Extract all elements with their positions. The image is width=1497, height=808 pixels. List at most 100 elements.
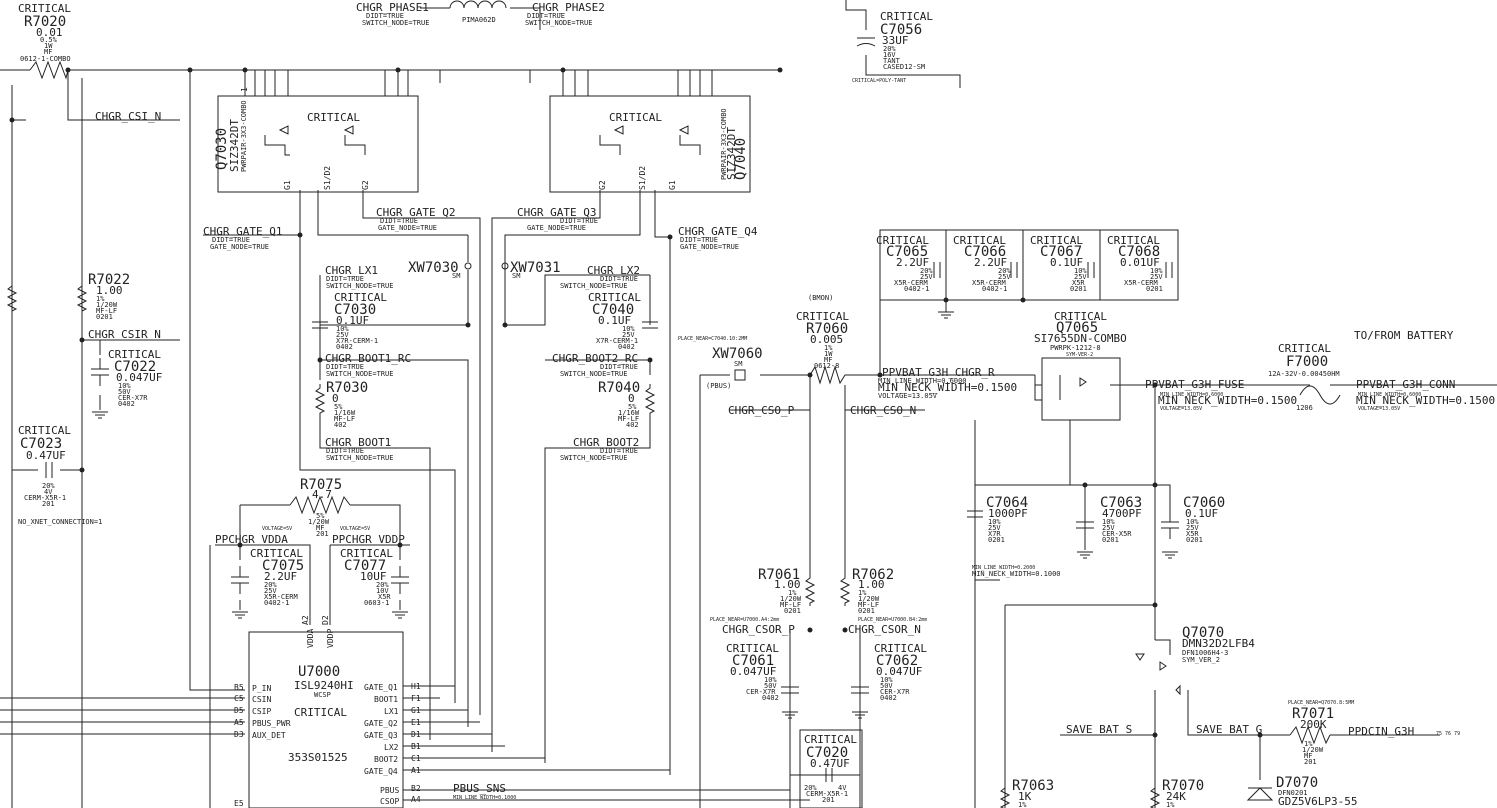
r7030-spec2: 1/16W	[334, 409, 356, 417]
gate-q2-node: GATE_NODE=TRUE	[378, 224, 437, 232]
c7067-pkg: 0201	[1070, 285, 1087, 293]
gate-q1-node: GATE_NODE=TRUE	[210, 243, 269, 251]
diode-d7070[interactable]: D7070 DFN0201 GDZ5V6LP3-55	[1246, 775, 1357, 808]
capacitor-c7066[interactable]: CRITICAL C7066 2.2UF 20% 25V X5R-CERM 04…	[953, 234, 1018, 293]
net-chgr-csir-n: CHGR_CSIR_N	[88, 328, 161, 341]
ic-u7000[interactable]: U7000 ISL9240HI WCSP CRITICAL 353S01525 …	[248, 615, 404, 808]
capacitor-c7056[interactable]: CRITICAL C7056 33UF 20% 16V TANT CASED12…	[852, 10, 933, 84]
min-line-small: MIN_LINE_WIDTH=0.2000	[972, 565, 1035, 571]
c7075-spec2: 25V	[264, 587, 277, 595]
q7070-pkg: DFN1006H4-3	[1182, 649, 1228, 657]
capacitor-c7030[interactable]: CRITICAL C7030 0.1UF 10% 25V X7R-CERM-1 …	[312, 291, 387, 351]
mosfet-q7030[interactable]: CRITICAL Q7030 SIZ342DT PWRPAIR-3X3-COMB…	[214, 95, 419, 193]
capacitor-c7063[interactable]: C7063 4700PF 10% 25V CER-X5R 0201	[1075, 495, 1142, 559]
u7000-rpin-num: B2	[411, 784, 421, 793]
c7022-spec3: CER-X7R	[118, 394, 148, 402]
capacitor-c7020[interactable]: CRITICAL C7020 0.47UF 20% 4V CERM-X5R-1 …	[799, 729, 863, 808]
u7000-pn: 353S01525	[288, 751, 348, 764]
net-save-bat-g: SAVE_BAT_G	[1196, 723, 1262, 736]
vdda-voltage: VOLTAGE=5V	[262, 526, 292, 532]
c7023-critical: CRITICAL	[18, 424, 71, 437]
resistor-r7030[interactable]: R7030 0 5% 1/16W MF-LF 402	[315, 380, 368, 429]
capacitor-c7067[interactable]: CRITICAL C7067 0.1UF 10% 25V X5R 0201	[1030, 234, 1095, 293]
r7022-value: 1.00	[96, 284, 123, 297]
mosfet-q7065[interactable]: CRITICAL Q7065 SI7655DN-COMBO PWRPK-1212…	[1034, 310, 1127, 421]
r7030-spec1: 5%	[334, 403, 343, 411]
boot1rc-didt: DIDT=TRUE	[326, 363, 364, 371]
c7077-ref: C7077	[344, 558, 386, 574]
u7000-lpin-name: P_IN	[252, 684, 271, 693]
capacitor-c7060[interactable]: C7060 0.1UF 10% 25V X5R 0201	[1160, 495, 1225, 559]
mosfet-q7040[interactable]: CRITICAL Q7040 SIZ342DT PWRPAIR-3X3-COMB…	[549, 95, 751, 193]
net-chgr-boot1-rc: CHGR_BOOT1_RC	[325, 352, 411, 365]
capacitor-c7075[interactable]: CRITICAL C7075 2.2UF 20% 25V X5R-CERM 04…	[230, 547, 304, 619]
c7063-spec2: 25V	[1102, 524, 1115, 532]
net-chgr-gate-q1: CHGR_GATE_Q1	[203, 225, 282, 238]
q7040-s1d2: S1/D2	[638, 166, 647, 190]
c7040-spec3: X7R-CERM-1	[596, 337, 638, 345]
q7030-pkg: PWRPAIR-3X3-COMBO	[240, 100, 248, 172]
resistor-r7061[interactable]: R7061 1.00 1% 1/20W MF-LF 0201	[758, 567, 815, 615]
net-chgr-csor-n: CHGR_CSOR_N	[848, 623, 921, 636]
place-near-r7071: PLACE_NEAR=Q7070.8:5MM	[1288, 700, 1354, 706]
c7040-ref: C7040	[592, 302, 634, 318]
test-point-xw7030[interactable]: XW7030 SM	[408, 260, 472, 280]
capacitor-c7061[interactable]: CRITICAL C7061 0.047UF 10% 50V CER-X7R 0…	[726, 642, 800, 719]
resistor-r7075[interactable]: R7075 4.7 5% 1/20W MF 201	[289, 477, 351, 538]
u7000-lpin-num: C5	[234, 694, 244, 703]
u7000-pin-d2: D2	[321, 615, 330, 625]
resistor-r7071[interactable]: R7071 200K 1% 1/20W MF 201	[1289, 706, 1334, 766]
u7000-rpin-name: LX2	[384, 743, 399, 752]
c7077-spec3: X5R	[378, 593, 391, 601]
r7022-spec2: 1/20W	[96, 301, 118, 309]
resistor-r7020[interactable]: CRITICAL R7020 0.01 0.5% 1W MF 0612-1-CO…	[18, 2, 71, 80]
capacitor-c7064[interactable]: C7064 1000PF 10% 25V X7R 0201	[967, 495, 1028, 544]
c7067-spec2: 25V	[1074, 273, 1087, 281]
fuse-voltage: VOLTAGE=13.05V	[1160, 406, 1202, 412]
r7022-spec1: 1%	[96, 295, 105, 303]
r7075-spec1: 5%	[316, 512, 325, 520]
capacitor-c7023[interactable]: CRITICAL C7023 0.47UF 20% 4V CERM-X5R-1 …	[18, 424, 71, 508]
c7065-ref: C7065	[886, 244, 928, 260]
mosfet-q7070[interactable]: Q7070 DMN32D2LFB4 DFN1006H4-3 SYM_VER_2	[1135, 625, 1255, 696]
u7000-rpin-name: GATE_Q3	[364, 731, 398, 740]
capacitor-c7077[interactable]: CRITICAL C7077 10UF 20% 10V X5R 0603-1	[340, 547, 410, 619]
capacitor-c7065[interactable]: CRITICAL C7065 2.2UF 20% 25V X5R-CERM 04…	[876, 234, 941, 293]
q7030-s1d2: S1/D2	[323, 166, 332, 190]
c7023-spec2: 4V	[44, 488, 53, 496]
gate-q3-didt: DIDT=TRUE	[560, 217, 598, 225]
c7065-critical: CRITICAL	[876, 234, 929, 247]
c7061-value: 0.047UF	[730, 665, 776, 678]
inductor-l7030[interactable]: PIMA062D	[449, 0, 507, 24]
resistor-r7063[interactable]: R7063 1K 1%	[1000, 778, 1054, 808]
net-chgr-gate-q3: CHGR_GATE_Q3	[517, 206, 596, 219]
r7060-ref: R7060	[806, 321, 848, 337]
capacitor-c7040[interactable]: CRITICAL C7040 0.1UF 10% 25V X7R-CERM-1 …	[588, 291, 658, 351]
resistor-r7070[interactable]: R7070 24K 1%	[1150, 778, 1204, 808]
resistor-r7022[interactable]: R7022 1.00 1% 1/20W MF-LF 0201	[77, 272, 130, 321]
c7061-critical: CRITICAL	[726, 642, 779, 655]
resistor-r7060[interactable]: CRITICAL R7060 0.005 1% 1W MF 0612-8	[796, 310, 850, 385]
c7065-spec2: 25V	[920, 273, 933, 281]
resistor-r7040[interactable]: R7040 0 5% 1/16W MF-LF 402	[598, 380, 655, 429]
c7068-spec3: X5R-CERM	[1124, 279, 1158, 287]
q7030-g1: G1	[283, 180, 292, 190]
capacitor-c7062[interactable]: CRITICAL C7062 0.047UF 10% 50V CER-X7R 0…	[850, 642, 927, 719]
resistor-r7062[interactable]: R7062 1.00 1% 1/20W MF-LF 0201	[840, 567, 894, 615]
r7070-spec1: 1%	[1166, 801, 1175, 808]
gate-q1-didt: DIDT=TRUE	[212, 236, 250, 244]
c7068-value: 0.01UF	[1120, 256, 1160, 269]
test-point-xw7031[interactable]: XW7031 SM	[501, 260, 561, 280]
test-point-xw7060[interactable]: XW7060 SM	[712, 346, 763, 381]
capacitor-c7022[interactable]: CRITICAL C7022 0.047UF 10% 50V CER-X7R 0…	[90, 348, 162, 419]
q7065-ref: Q7065	[1056, 320, 1098, 336]
u7000-rpin-name: LX1	[384, 707, 399, 716]
gate-q2-didt: DIDT=TRUE	[380, 217, 418, 225]
c7063-value: 4700PF	[1102, 507, 1142, 520]
r7063-ref: R7063	[1012, 778, 1054, 794]
net-chgr-phase2: CHGR_PHASE2	[532, 1, 605, 14]
fuse-f7000[interactable]: CRITICAL F7000 12A-32V-0.00450HM 1206	[1268, 342, 1341, 412]
capacitor-c7068[interactable]: CRITICAL C7068 0.01UF 10% 25V X5R-CERM 0…	[1107, 234, 1173, 293]
c7068-ref: C7068	[1118, 244, 1160, 260]
c7060-spec2: 25V	[1186, 524, 1199, 532]
